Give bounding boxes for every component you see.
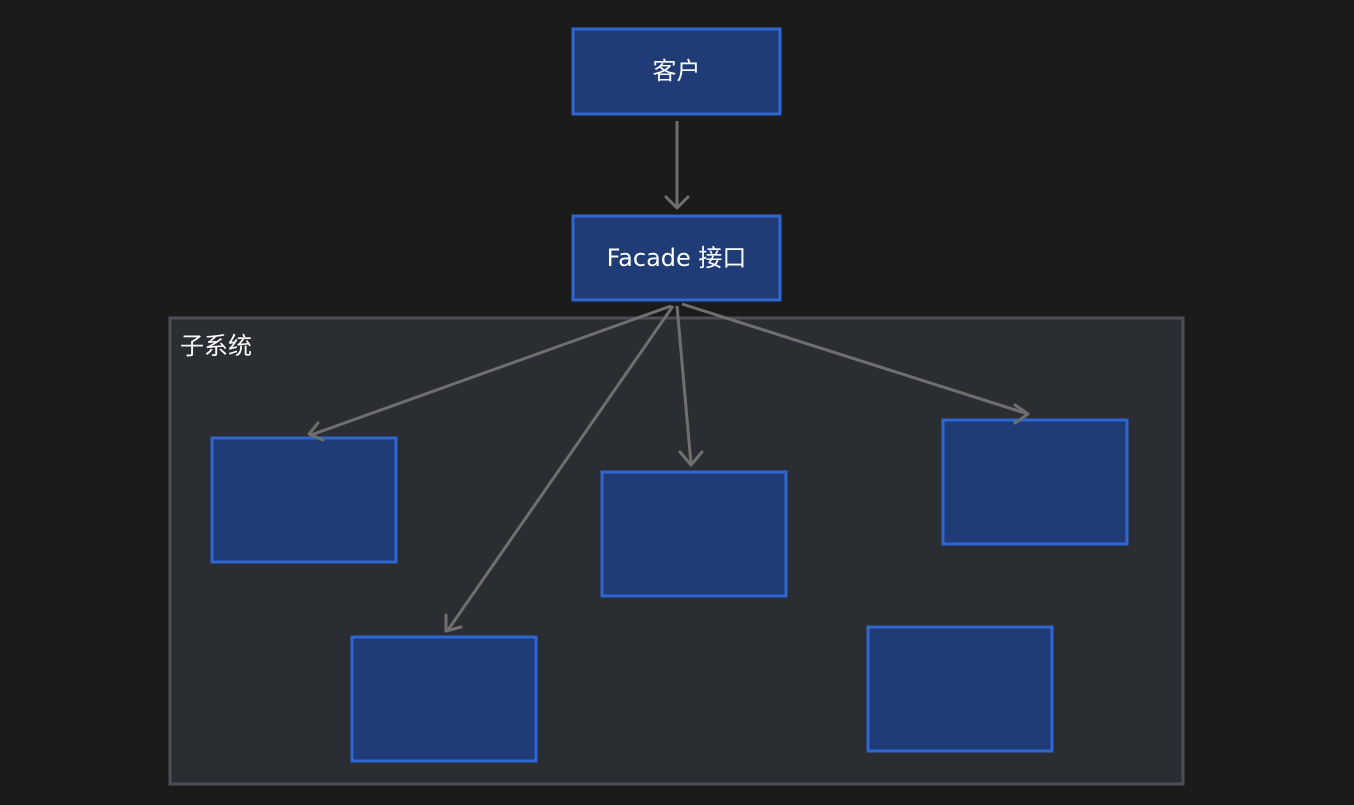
facade-label: Facade 接口	[607, 244, 747, 272]
subsystem-module-4[interactable]	[350, 635, 538, 763]
edge-line	[675, 305, 693, 465]
subsystem-module-5[interactable]	[866, 625, 1054, 753]
edge-facade-to-module-3	[681, 302, 1030, 425]
edge-line	[446, 305, 675, 631]
client-node[interactable]: 客户	[571, 27, 782, 116]
arrow-head-icon	[307, 421, 325, 442]
facade-box[interactable]	[571, 214, 782, 302]
client-box[interactable]	[571, 27, 782, 116]
arrow-head-icon	[678, 450, 704, 467]
arrow-head-icon	[444, 613, 463, 633]
arrow-head-icon	[1013, 403, 1030, 425]
client-label: 客户	[653, 57, 701, 85]
edge-line	[310, 304, 672, 437]
edge-facade-to-module-4	[444, 305, 675, 633]
edge-facade-to-module-1	[307, 304, 672, 442]
subsystem-module-3[interactable]	[941, 418, 1129, 546]
subsystem-module-1[interactable]	[210, 436, 398, 564]
subsystem-module-2[interactable]	[600, 470, 788, 598]
edge-facade-to-module-2	[675, 305, 704, 467]
subsystem-label: 子系统	[180, 332, 252, 360]
facade-node[interactable]: Facade 接口	[571, 214, 782, 302]
arrow-head-icon	[664, 195, 690, 210]
edge-client-to-facade	[664, 121, 690, 210]
edge-line	[681, 302, 1029, 416]
